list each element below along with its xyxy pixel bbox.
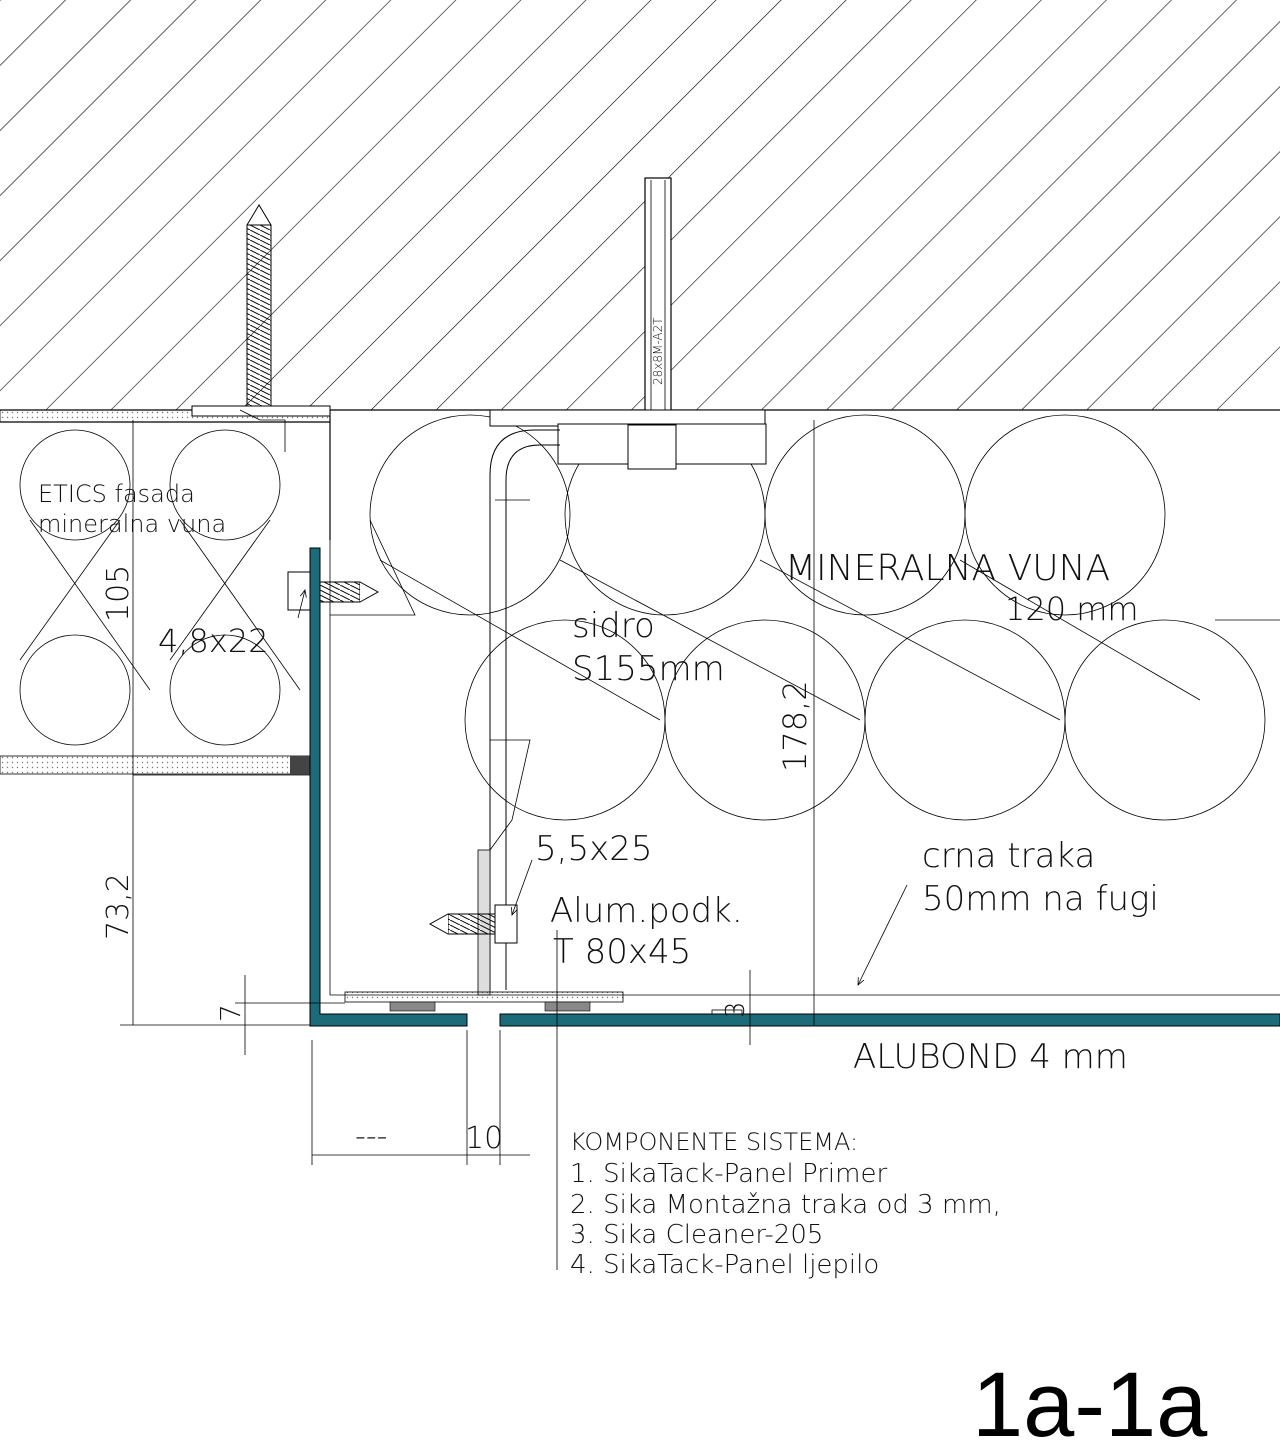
etics-label: ETICS fasada	[38, 480, 195, 508]
left-anchor	[191, 204, 331, 452]
wool-label: MINERALNA VUNA	[785, 548, 1110, 589]
bolt-marking: 28x8M-A2T	[651, 317, 665, 385]
panel-label: ALUBOND 4 mm	[853, 1037, 1128, 1077]
screw-middle	[428, 904, 518, 944]
component-item: 4. SikaTack-Panel ljepilo	[570, 1250, 879, 1280]
etics-insulation	[0, 409, 331, 775]
section-title: 1a-1a	[972, 1354, 1208, 1453]
mineral-wool-layer	[329, 409, 1280, 996]
dimension-values: 105 73,2 7 178,2 3 10 ---	[101, 565, 814, 1156]
dim-7: 7	[214, 1004, 247, 1022]
alubond-panel	[309, 547, 1280, 1027]
dimension-lines	[120, 420, 908, 1270]
etics-wool-hatch	[19, 429, 301, 746]
tape-width-label: 50mm na fugi	[922, 879, 1159, 919]
profile-label: Alum.podk.	[550, 891, 743, 931]
anchor-label: sidro	[572, 606, 655, 646]
drawing-labels: ETICS fasada mineralna vuna 4,8x22 sidro…	[38, 480, 1159, 1077]
components-list: KOMPONENTE SISTEMA: 1. SikaTack-Panel Pr…	[570, 1128, 1001, 1280]
screw-left	[287, 571, 380, 611]
profile-size-label: T 80x45	[553, 932, 691, 972]
concrete-wall	[0, 0, 1280, 411]
dim-178: 178,2	[776, 680, 814, 772]
wool-thickness-label: 120 mm	[1005, 590, 1139, 628]
component-item: 2. Sika Montažna traka od 3 mm,	[570, 1190, 1001, 1220]
dim-10: 10	[465, 1121, 503, 1156]
screw-mid-label: 5,5x25	[535, 829, 652, 869]
dim-dashes: ---	[355, 1119, 387, 1154]
components-heading: KOMPONENTE SISTEMA:	[570, 1128, 858, 1156]
dim-73: 73,2	[101, 873, 136, 940]
component-item: 1. SikaTack-Panel Primer	[570, 1159, 887, 1189]
component-item: 3. Sika Cleaner-205	[570, 1220, 823, 1250]
tape-label: crna traka	[922, 836, 1095, 876]
dim-105: 105	[101, 565, 136, 622]
etics-label-2: mineralna vuna	[38, 510, 226, 538]
screw-left-label: 4,8x22	[158, 622, 269, 660]
dim-3: 3	[721, 1001, 751, 1018]
anchor-size-label: S155mm	[572, 649, 725, 689]
